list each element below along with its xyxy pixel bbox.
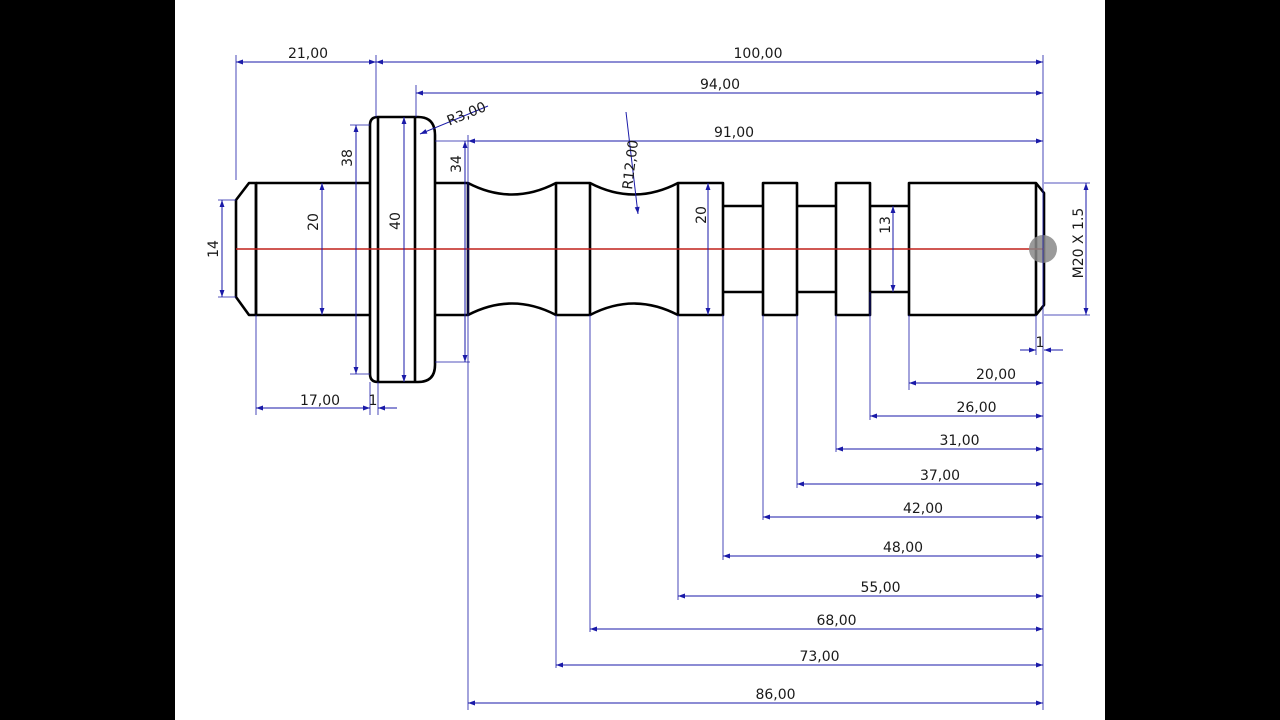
dim-dia-38-label: 38 bbox=[340, 149, 356, 167]
dim-r12-label: R12,00 bbox=[620, 139, 642, 190]
dim-thread: M20 X 1.5 bbox=[1071, 183, 1089, 315]
right-dim-label: 42,00 bbox=[903, 501, 943, 517]
dim-91: 91,00 bbox=[468, 125, 1043, 144]
dim-94-label: 94,00 bbox=[700, 77, 740, 93]
dim-dia-38: 38 bbox=[340, 124, 370, 375]
dim-dia-20-label: 20 bbox=[306, 213, 322, 231]
right-dim-label: 68,00 bbox=[816, 613, 856, 629]
dim-21: 21,00 bbox=[236, 46, 376, 65]
dim-21-label: 21,00 bbox=[288, 46, 328, 62]
dim-chamfer-left-label: 1 bbox=[369, 393, 378, 409]
right-dim-label: 48,00 bbox=[883, 540, 923, 556]
dim-17: 17,00 bbox=[256, 393, 370, 411]
right-dim-label: 86,00 bbox=[755, 687, 795, 703]
dim-thread-label: M20 X 1.5 bbox=[1071, 208, 1087, 279]
dim-dia-34-label: 34 bbox=[449, 155, 465, 173]
dim-chamfer-left: 1 bbox=[369, 393, 397, 411]
dim-r3: R3,00 bbox=[419, 99, 489, 135]
dim-dia-20-neck-label: 20 bbox=[694, 206, 710, 224]
drawing-sheet bbox=[175, 0, 1105, 720]
dim-dia-40-label: 40 bbox=[388, 212, 404, 230]
right-dim-label: 31,00 bbox=[939, 433, 979, 449]
dim-dia-14: 14 bbox=[206, 199, 236, 298]
dim-dia-40: 40 bbox=[388, 117, 407, 382]
dim-chamfer-right: 1 bbox=[1020, 335, 1063, 353]
dim-r12: R12,00 bbox=[620, 111, 642, 215]
right-dimension-stack: 20,00 26,00 31,00 37,00 42,00 48,00 55,00 68,00… bbox=[468, 367, 1043, 706]
right-dim-label: 26,00 bbox=[956, 400, 996, 416]
right-dim-label: 55,00 bbox=[860, 580, 900, 596]
dim-91-label: 91,00 bbox=[714, 125, 754, 141]
dim-dia-20-neck: 20 bbox=[694, 183, 711, 315]
dim-94: 94,00 bbox=[416, 77, 1043, 96]
dim-17-label: 17,00 bbox=[300, 393, 340, 409]
dim-dia-20-shank: 20 bbox=[306, 183, 325, 315]
right-dim-label: 20,00 bbox=[976, 367, 1016, 383]
dim-dia-34: 34 bbox=[435, 140, 470, 363]
dim-100: 100,00 bbox=[376, 46, 1043, 65]
dim-dia-14-label: 14 bbox=[206, 240, 222, 258]
right-dim-label: 73,00 bbox=[799, 649, 839, 665]
dim-chamfer-right-label: 1 bbox=[1036, 335, 1045, 351]
right-dim-label: 37,00 bbox=[920, 468, 960, 484]
dim-100-label: 100,00 bbox=[734, 46, 783, 62]
dim-r3-label: R3,00 bbox=[445, 99, 489, 129]
dim-dia-13: 13 bbox=[878, 206, 896, 292]
dim-dia-13-label: 13 bbox=[878, 216, 894, 234]
